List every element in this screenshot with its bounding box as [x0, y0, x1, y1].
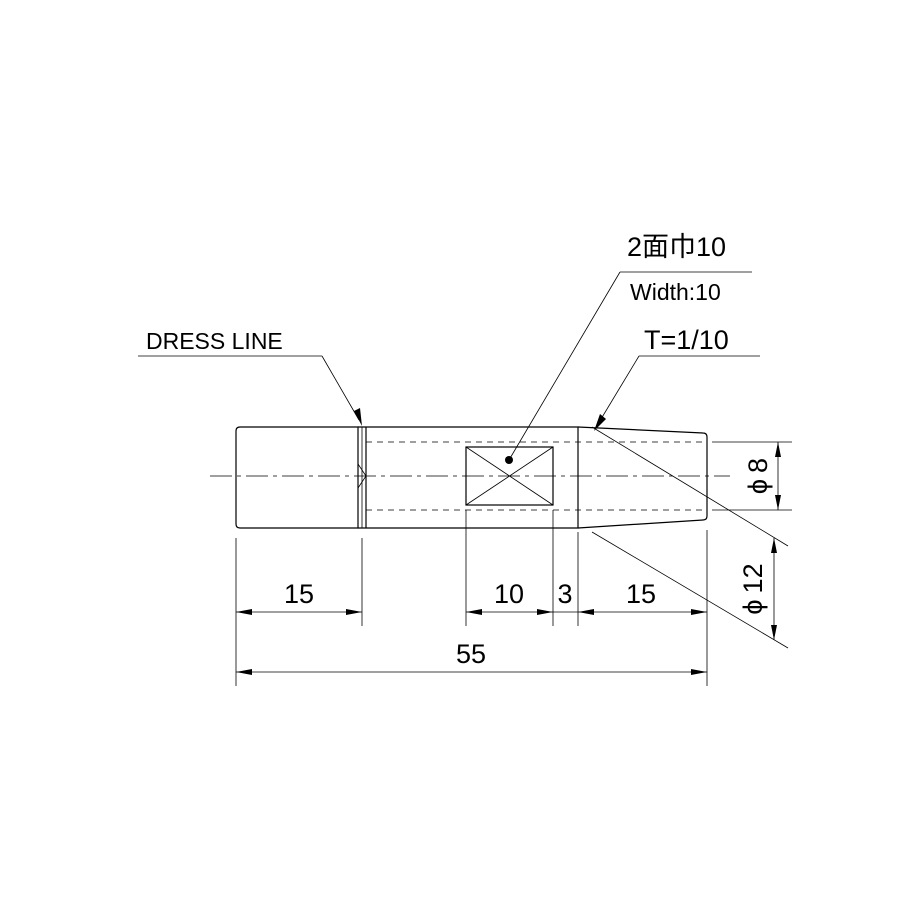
dim-length-b: 10: [494, 579, 524, 609]
dia-small-value: 8: [743, 458, 773, 473]
taper-callout: T=1/10: [594, 325, 760, 431]
hidden-bore-lines: [366, 441, 707, 511]
dimension-row-1: 15 10 3 15: [236, 579, 707, 615]
dim-length-c: 3: [557, 579, 572, 609]
dim-length-d: 15: [626, 579, 656, 609]
dimension-dia-small: ϕ8: [712, 441, 792, 511]
dim-overall: 55: [456, 639, 486, 669]
dim-dia-small: ϕ8: [743, 458, 773, 494]
dim-dia-large: ϕ 12: [738, 563, 768, 614]
dia-large-value: 12: [738, 563, 768, 593]
width-callout-jp: 2面巾10: [627, 232, 726, 262]
wrench-flat: [465, 446, 554, 506]
tapered-tip: [577, 426, 708, 529]
dimension-dia-large: ϕ 12: [591, 426, 789, 649]
dim-length-a: 15: [284, 579, 314, 609]
dress-line-callout: DRESS LINE: [138, 328, 362, 426]
dia-small-symbol: ϕ: [743, 479, 773, 494]
dimension-overall: 55: [236, 639, 707, 675]
part-outline: [235, 426, 708, 529]
dia-large-symbol: ϕ: [738, 599, 768, 614]
width-callout-en: Width:10: [630, 279, 721, 305]
taper-callout-label: T=1/10: [644, 325, 729, 355]
width-callout: 2面巾10 Width:10: [508, 232, 752, 461]
dress-line-label: DRESS LINE: [146, 328, 283, 354]
